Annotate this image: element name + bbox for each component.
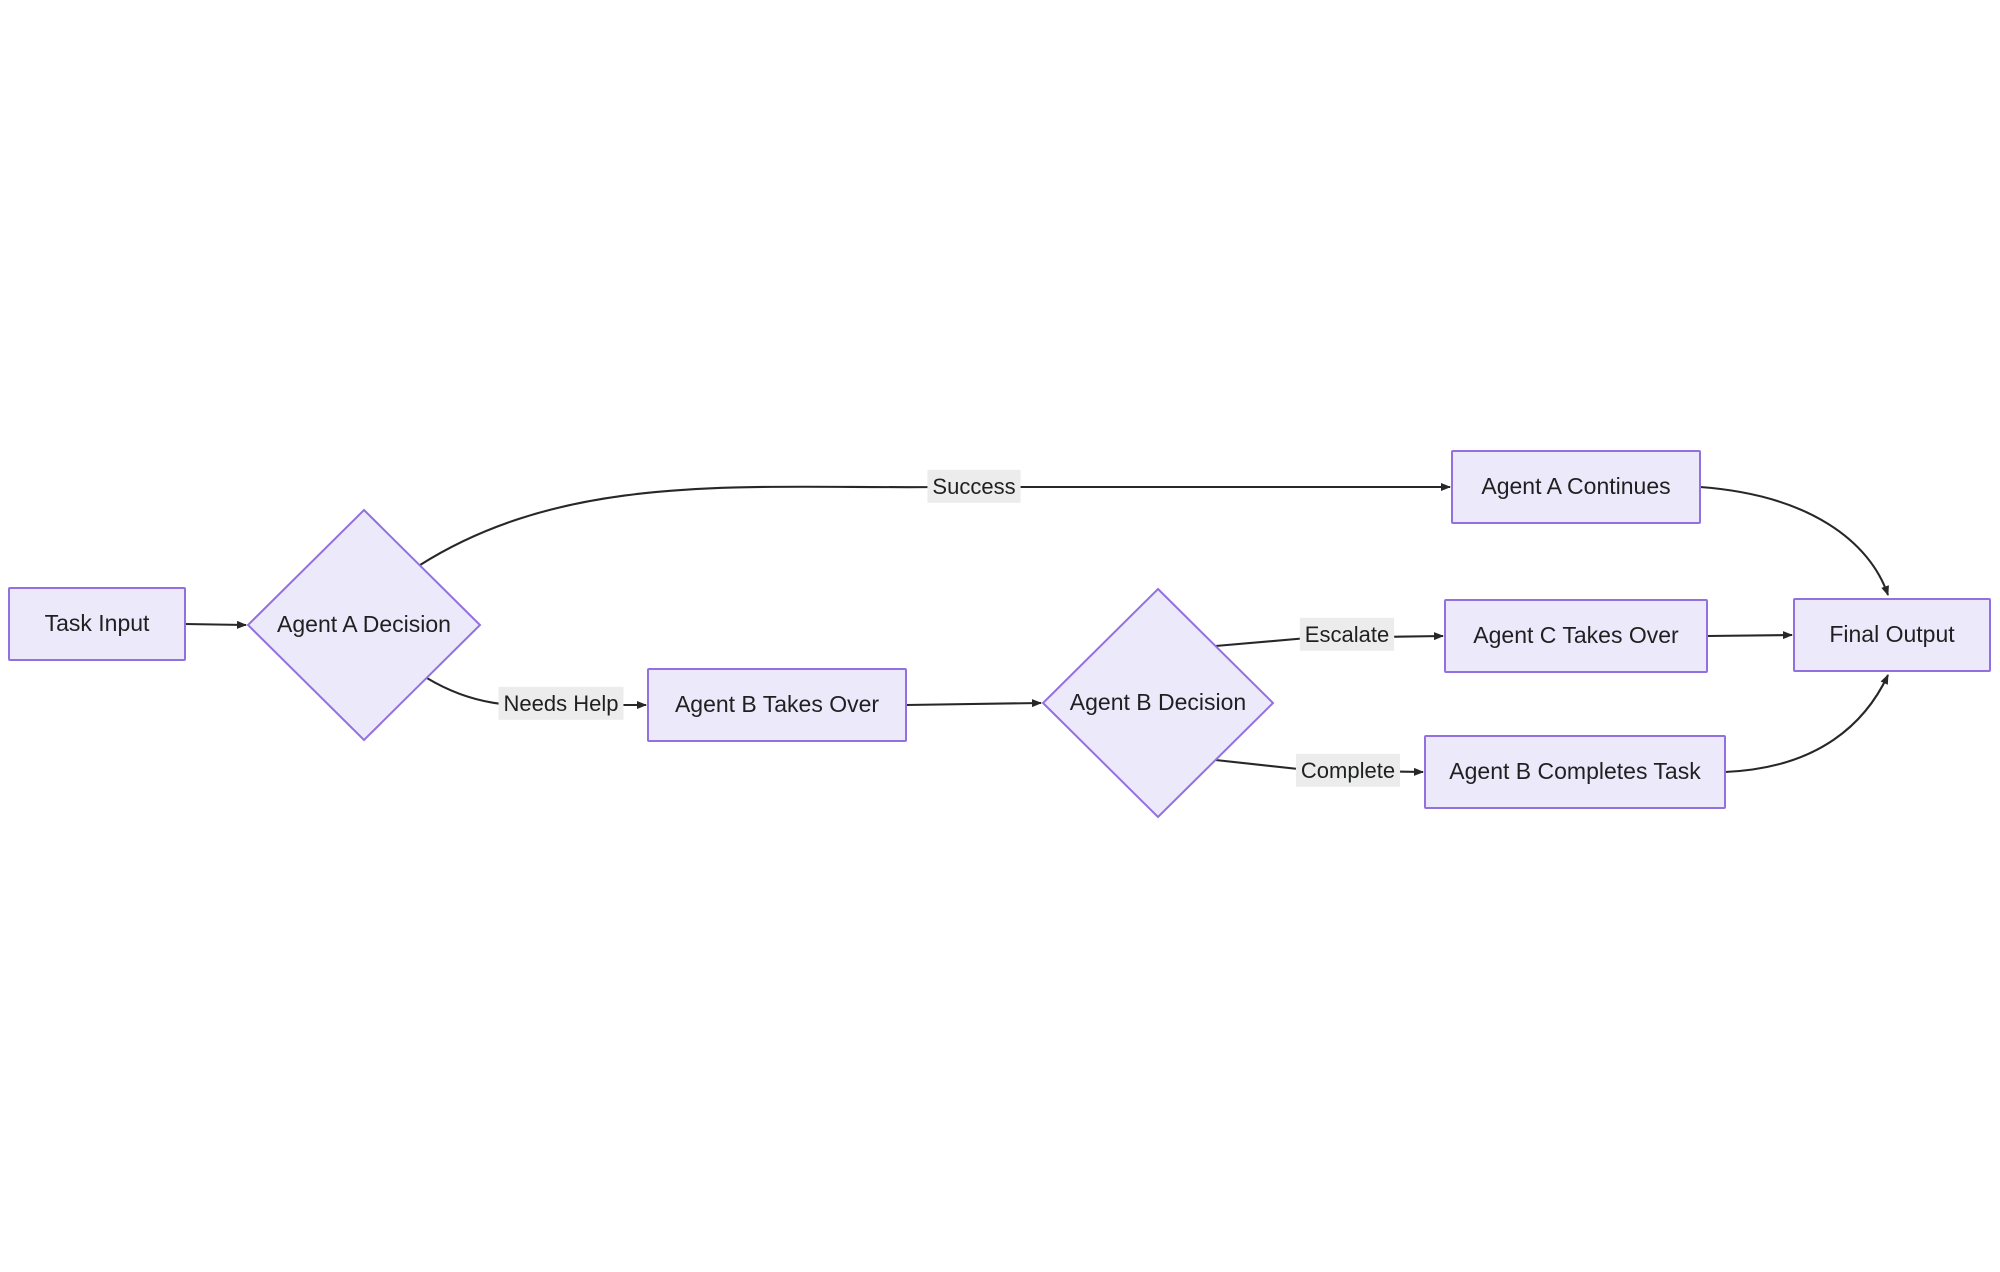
node-agent_a_decision[interactable]: Agent A Decision: [246, 508, 482, 742]
node-task_input[interactable]: Task Input: [8, 587, 186, 661]
node-agent_a_continues[interactable]: Agent A Continues: [1451, 450, 1701, 524]
edge-label-bg-e2: [927, 469, 1021, 503]
node-final_output[interactable]: Final Output: [1793, 598, 1991, 672]
edge-agent_b_completes-to-final_output: [1724, 674, 1889, 774]
node-shape-agent_b_decision: [1041, 587, 1275, 819]
nodes-layer: Task Input Agent A Decision Agent A Contin…: [8, 450, 1991, 819]
edge-agent_a_continues-to-final_output: [1699, 485, 1889, 596]
node-label-final_output: Final Output: [1829, 621, 1955, 647]
edge-label-bg-e5: [1299, 617, 1395, 651]
node-agent_b_takes[interactable]: Agent B Takes Over: [647, 668, 907, 742]
edge-agent_c_takes-to-final_output: [1706, 631, 1793, 640]
edge-label-e3: Needs Help: [498, 686, 624, 720]
edge-label-text-e2: Success: [932, 474, 1015, 499]
edge-label-text-e3: Needs Help: [504, 691, 619, 716]
edge-label-bg-e6: [1295, 753, 1401, 787]
node-shape-final_output: [1793, 598, 1991, 672]
node-shape-agent_a_continues: [1451, 450, 1701, 524]
edge-label-bg-e3: [498, 686, 624, 720]
node-label-agent_c_takes: Agent C Takes Over: [1473, 622, 1679, 648]
node-agent_b_decision[interactable]: Agent B Decision: [1041, 587, 1275, 819]
node-agent_c_takes[interactable]: Agent C Takes Over: [1444, 599, 1708, 673]
edge-label-text-e5: Escalate: [1305, 622, 1389, 647]
node-shape-agent_b_takes: [647, 668, 907, 742]
node-shape-agent_b_completes: [1424, 735, 1726, 809]
node-shape-agent_c_takes: [1444, 599, 1708, 673]
edge-task_input-to-agent_a_decision: [184, 620, 247, 629]
node-label-task_input: Task Input: [45, 610, 150, 636]
node-agent_b_completes[interactable]: Agent B Completes Task: [1424, 735, 1726, 809]
node-label-agent_b_decision: Agent B Decision: [1070, 689, 1246, 715]
edge-agent_b_takes-to-agent_b_decision: [905, 699, 1042, 708]
edge-agent_a_decision-to-agent_a_continues: [419, 483, 1451, 567]
node-shape-task_input: [8, 587, 186, 661]
node-label-agent_a_continues: Agent A Continues: [1481, 473, 1670, 499]
node-label-agent_b_completes: Agent B Completes Task: [1449, 758, 1701, 784]
edge-label-e6: Complete: [1295, 753, 1401, 787]
node-label-agent_b_takes: Agent B Takes Over: [675, 691, 879, 717]
edge-label-e5: Escalate: [1299, 617, 1395, 651]
edge-label-text-e6: Complete: [1301, 758, 1395, 783]
node-label-agent_a_decision: Agent A Decision: [277, 611, 451, 637]
edge-label-e2: Success: [927, 469, 1021, 503]
node-shape-agent_a_decision: [246, 508, 482, 742]
